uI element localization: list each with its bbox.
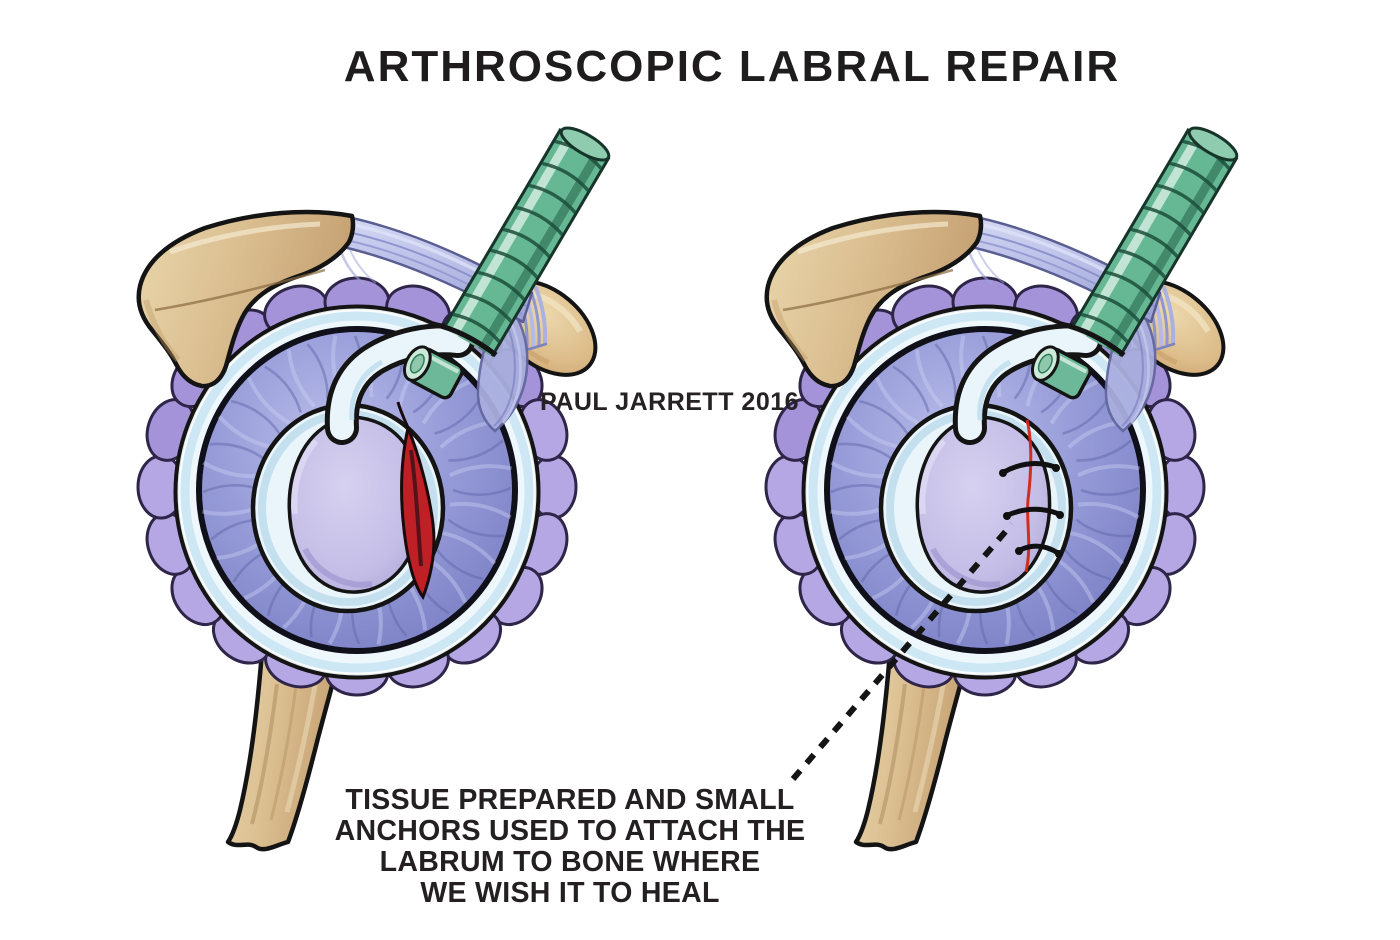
- page-title: ARTHROSCOPIC LABRAL REPAIR: [343, 42, 1121, 92]
- caption-line: ANCHORS USED TO ATTACH THE: [334, 815, 806, 847]
- artist-credit: PAUL JARRETT 2016: [540, 388, 800, 416]
- caption: TISSUE PREPARED AND SMALL ANCHORS USED T…: [170, 785, 970, 909]
- dashed-pointer-line: [790, 522, 1015, 781]
- labral-repair-sutures: [999, 419, 1064, 573]
- caption-line: TISSUE PREPARED AND SMALL: [345, 784, 795, 816]
- caption-line: LABRUM TO BONE WHERE: [379, 846, 761, 878]
- shoulder-illustration-before: [138, 122, 613, 849]
- shoulder-illustration-after: [766, 122, 1241, 849]
- labral-tear: [396, 401, 436, 601]
- caption-line: WE WISH IT TO HEAL: [420, 877, 720, 909]
